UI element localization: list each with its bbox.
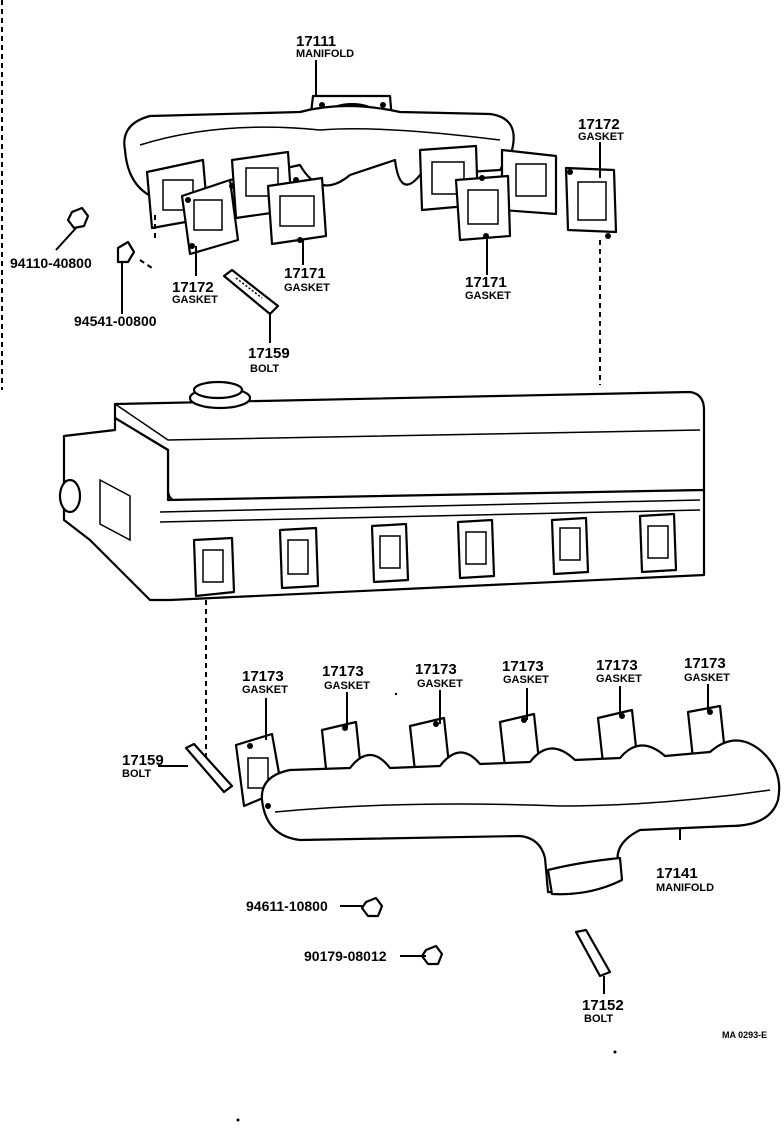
exhaust-manifold-drawing	[234, 704, 781, 896]
label-94541-part: 94541-00800	[74, 313, 157, 329]
label-17111-part: 17111	[296, 33, 336, 50]
bolt-17152-shape	[574, 928, 612, 978]
gasket-17171-b-shape	[454, 174, 512, 242]
label-17171-b-part: 17171	[465, 274, 507, 291]
nut-94611-shape	[360, 896, 384, 918]
label-17159-bottom-part: 17159	[122, 752, 164, 769]
label-17173-4-desc: GASKET	[503, 674, 549, 686]
diagram-code-label: MA 0293-E	[722, 1030, 767, 1040]
label-17171-a-part: 17171	[284, 265, 326, 282]
label-17141-part: 17141	[656, 865, 698, 882]
label-17152-part: 17152	[582, 997, 624, 1014]
bolt-17159-top-shape	[222, 268, 280, 316]
gasket-17171-a-shape	[266, 176, 328, 246]
gasket-17172-left-shape	[180, 178, 240, 256]
label-17172-left-part: 17172	[172, 279, 214, 296]
label-17172-left-desc: GASKET	[172, 294, 218, 306]
label-17171-b-desc: GASKET	[465, 290, 511, 302]
label-17173-5-desc: GASKET	[596, 673, 642, 685]
label-17141-desc: MANIFOLD	[656, 882, 714, 894]
washer-94541-shape	[116, 240, 136, 264]
label-17173-2-desc: GASKET	[324, 680, 370, 692]
label-17111-desc: MANIFOLD	[296, 48, 354, 60]
intake-manifold-drawing	[123, 94, 618, 256]
label-17173-5-part: 17173	[596, 657, 638, 674]
label-94110-part: 94110-40800	[10, 255, 92, 271]
label-17173-4-part: 17173	[502, 658, 544, 675]
label-94611-part: 94611-10800	[246, 898, 328, 914]
label-17173-1-desc: GASKET	[242, 684, 288, 696]
label-17171-a-desc: GASKET	[284, 282, 330, 294]
label-17173-3-part: 17173	[415, 661, 457, 678]
label-17159-top-desc: BOLT	[250, 363, 279, 375]
label-17172-right-part: 17172	[578, 116, 620, 133]
bolt-17159-bottom-shape	[184, 742, 234, 794]
exhaust-manifold-body	[260, 739, 781, 894]
label-17173-2-part: 17173	[322, 663, 364, 680]
label-17159-top-part: 17159	[248, 345, 290, 362]
label-17152-desc: BOLT	[584, 1013, 613, 1025]
label-17173-6-desc: GASKET	[684, 672, 730, 684]
gasket-17172-right-shape	[564, 166, 618, 234]
valve-cover	[113, 390, 706, 504]
nut-94110-shape	[66, 206, 90, 230]
label-17173-3-desc: GASKET	[417, 678, 463, 690]
label-17159-bottom-desc: BOLT	[122, 768, 151, 780]
cylinder-head-drawing	[58, 380, 706, 602]
label-17173-6-part: 17173	[684, 655, 726, 672]
head-exhaust-ports	[192, 512, 678, 598]
label-17173-1-part: 17173	[242, 668, 284, 685]
label-90179-part: 90179-08012	[304, 948, 387, 964]
leader-lines	[55, 60, 709, 994]
label-17172-right-desc: GASKET	[578, 131, 624, 143]
